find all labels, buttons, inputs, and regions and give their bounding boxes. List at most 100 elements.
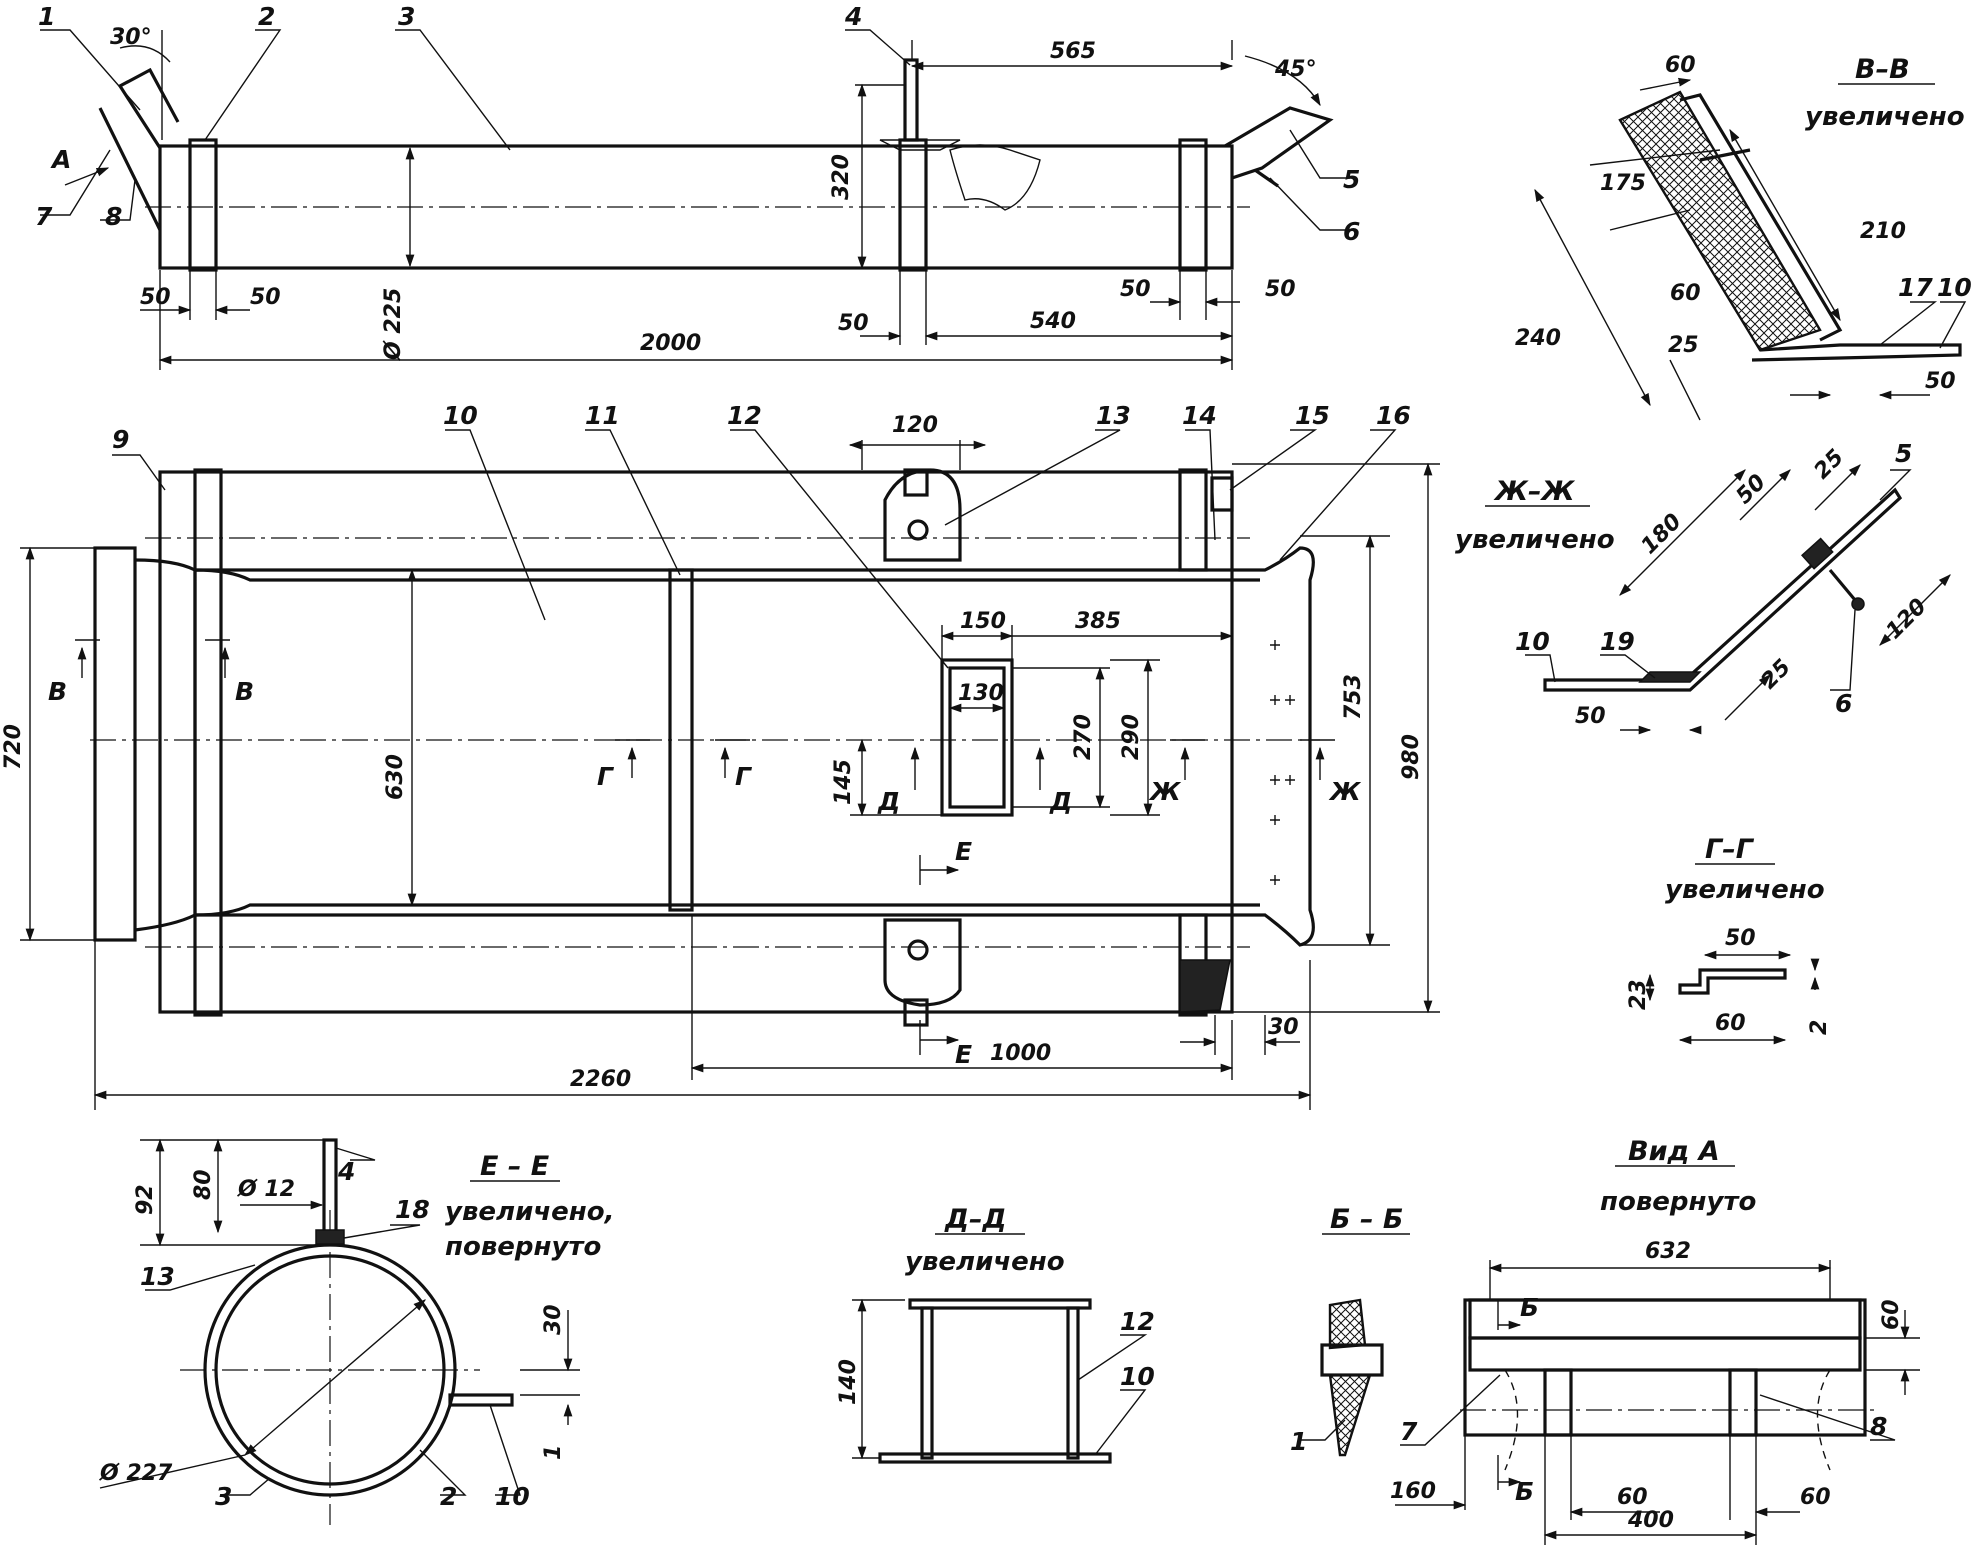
zz-title: Ж–Ж bbox=[1493, 476, 1576, 507]
ee-callout-18: 18 bbox=[395, 1195, 430, 1224]
side-band-left bbox=[188, 138, 218, 272]
callout-9: 9 bbox=[112, 425, 129, 454]
side-bracket bbox=[903, 58, 919, 142]
dim-720: 720 bbox=[1, 724, 26, 770]
plan-board-outline bbox=[134, 546, 1315, 947]
dim-30deg: 30° bbox=[110, 25, 152, 50]
dd-callout-12: 12 bbox=[1120, 1307, 1155, 1336]
callout-1: 1 bbox=[38, 2, 55, 31]
ee-subtitle-1: увеличено, bbox=[445, 1197, 614, 1227]
va-title: Вид А bbox=[1628, 1136, 1720, 1167]
plan-corner-gusset bbox=[1179, 959, 1231, 1013]
callout-2: 2 bbox=[258, 2, 275, 31]
zz-callout-10: 10 bbox=[1515, 627, 1550, 656]
ee-callout-2: 2 bbox=[440, 1482, 457, 1511]
callout-3: 3 bbox=[398, 2, 415, 31]
section-mark-g1: Г bbox=[597, 762, 615, 791]
plan-view: 120 150 385 130 270 290 145 630 720 753 bbox=[1, 401, 1440, 1110]
section-mark-b1: Б bbox=[1520, 1293, 1539, 1322]
dim-270: 270 bbox=[1071, 714, 1096, 760]
vv-title: В–В bbox=[1855, 54, 1910, 85]
gg-dim-50: 50 bbox=[1725, 926, 1756, 951]
section-mark-a: A bbox=[50, 145, 71, 174]
plan-bracket-bottom bbox=[883, 918, 962, 1007]
vv-subtitle: увеличено bbox=[1805, 102, 1965, 132]
callout-5: 5 bbox=[1343, 165, 1360, 194]
dim-290: 290 bbox=[1119, 714, 1144, 760]
section-mark-e2: Е bbox=[955, 1040, 972, 1069]
section-mark-b2: Б bbox=[1515, 1477, 1534, 1506]
dd-top-flange bbox=[908, 1298, 1092, 1310]
dim-50c: 50 bbox=[838, 311, 869, 336]
vv-dim-175: 175 bbox=[1600, 171, 1646, 196]
dd-subtitle: увеличено bbox=[905, 1247, 1065, 1277]
vv-callout-10: 10 bbox=[1937, 273, 1972, 302]
ee-callout-4: 4 bbox=[337, 1157, 355, 1186]
plan-frame-tubes bbox=[158, 470, 1234, 1014]
dim-50d: 50 bbox=[1120, 277, 1151, 302]
dim-565: 565 bbox=[1050, 39, 1096, 64]
dim-30b: 30 bbox=[1268, 1015, 1299, 1040]
dim-980: 980 bbox=[1399, 734, 1424, 780]
vv-dim-60: 60 bbox=[1665, 53, 1696, 78]
ee-subtitle-2: повернуто bbox=[445, 1232, 601, 1262]
dim-130: 130 bbox=[958, 681, 1004, 706]
vv-dim-50: 50 bbox=[1925, 369, 1956, 394]
plan-band-left bbox=[193, 468, 223, 1017]
side-left-flap bbox=[117, 67, 180, 149]
callout-13: 13 bbox=[1096, 401, 1131, 430]
plan-front-flap bbox=[93, 546, 137, 942]
section-mark-v2: В bbox=[235, 677, 254, 706]
dd-left-wall bbox=[920, 1306, 934, 1460]
zz-dim-25b: 25 bbox=[1757, 655, 1796, 694]
gg-title: Г–Г bbox=[1705, 834, 1755, 865]
zz-dim-25: 25 bbox=[1810, 445, 1849, 484]
dd-dim-140: 140 bbox=[836, 1359, 861, 1405]
dim-45deg: 45° bbox=[1274, 57, 1317, 82]
va-callout-7: 7 bbox=[1400, 1417, 1418, 1446]
gg-dim-60: 60 bbox=[1715, 1011, 1746, 1036]
callout-7: 7 bbox=[35, 202, 53, 231]
va-dim-160: 160 bbox=[1390, 1479, 1436, 1504]
section-mark-zh2: Ж bbox=[1328, 777, 1362, 806]
dim-385: 385 bbox=[1075, 609, 1121, 634]
section-mark-d2: Д bbox=[1049, 787, 1072, 816]
zz-callout-6: 6 bbox=[1835, 689, 1852, 718]
callout-14: 14 bbox=[1182, 401, 1217, 430]
dim-753: 753 bbox=[1341, 674, 1366, 720]
plan-hatch-opening bbox=[940, 658, 1014, 817]
zz-callout-5: 5 bbox=[1895, 439, 1912, 468]
section-mark-e1: Е bbox=[955, 837, 972, 866]
section-vv: В–В увеличено 60 175 60 210 240 25 50 17… bbox=[1515, 53, 1972, 421]
side-view: 565 45° 30° 320 Ø 225 50 50 50 540 50 50… bbox=[35, 2, 1360, 370]
dd-callout-10: 10 bbox=[1120, 1362, 1155, 1391]
ee-callout-13: 13 bbox=[140, 1262, 175, 1291]
va-outline bbox=[1463, 1298, 1867, 1437]
side-right-flap bbox=[1224, 106, 1334, 180]
ee-title: Е – Е bbox=[480, 1151, 550, 1182]
va-dim-60c: 60 bbox=[1800, 1485, 1831, 1510]
va-dim-632: 632 bbox=[1645, 1239, 1691, 1264]
zz-dim-50: 50 bbox=[1732, 470, 1771, 509]
zz-dim-180: 180 bbox=[1637, 509, 1687, 559]
callout-16: 16 bbox=[1376, 401, 1411, 430]
va-dim-60b: 60 bbox=[1617, 1485, 1648, 1510]
dim-540: 540 bbox=[1030, 309, 1076, 334]
bb-insulation bbox=[1328, 1298, 1367, 1350]
ee-dim-phi12: Ø 12 bbox=[236, 1177, 295, 1202]
section-mark-v1: В bbox=[48, 677, 67, 706]
ee-callout-3: 3 bbox=[215, 1482, 232, 1511]
section-mark-d1: Д bbox=[877, 787, 900, 816]
dim-2260: 2260 bbox=[570, 1067, 631, 1092]
dim-120: 120 bbox=[892, 413, 938, 438]
callout-12: 12 bbox=[727, 401, 762, 430]
section-dd: Д–Д увеличено 140 12 10 bbox=[836, 1204, 1155, 1464]
dd-title: Д–Д bbox=[944, 1204, 1007, 1235]
dim-1000: 1000 bbox=[990, 1041, 1051, 1066]
gg-profile bbox=[1678, 968, 1787, 995]
va-support-left bbox=[1543, 1368, 1573, 1437]
ee-dim-30: 30 bbox=[541, 1304, 566, 1335]
callout-11: 11 bbox=[585, 401, 620, 430]
section-mark-zh1: Ж bbox=[1148, 777, 1182, 806]
